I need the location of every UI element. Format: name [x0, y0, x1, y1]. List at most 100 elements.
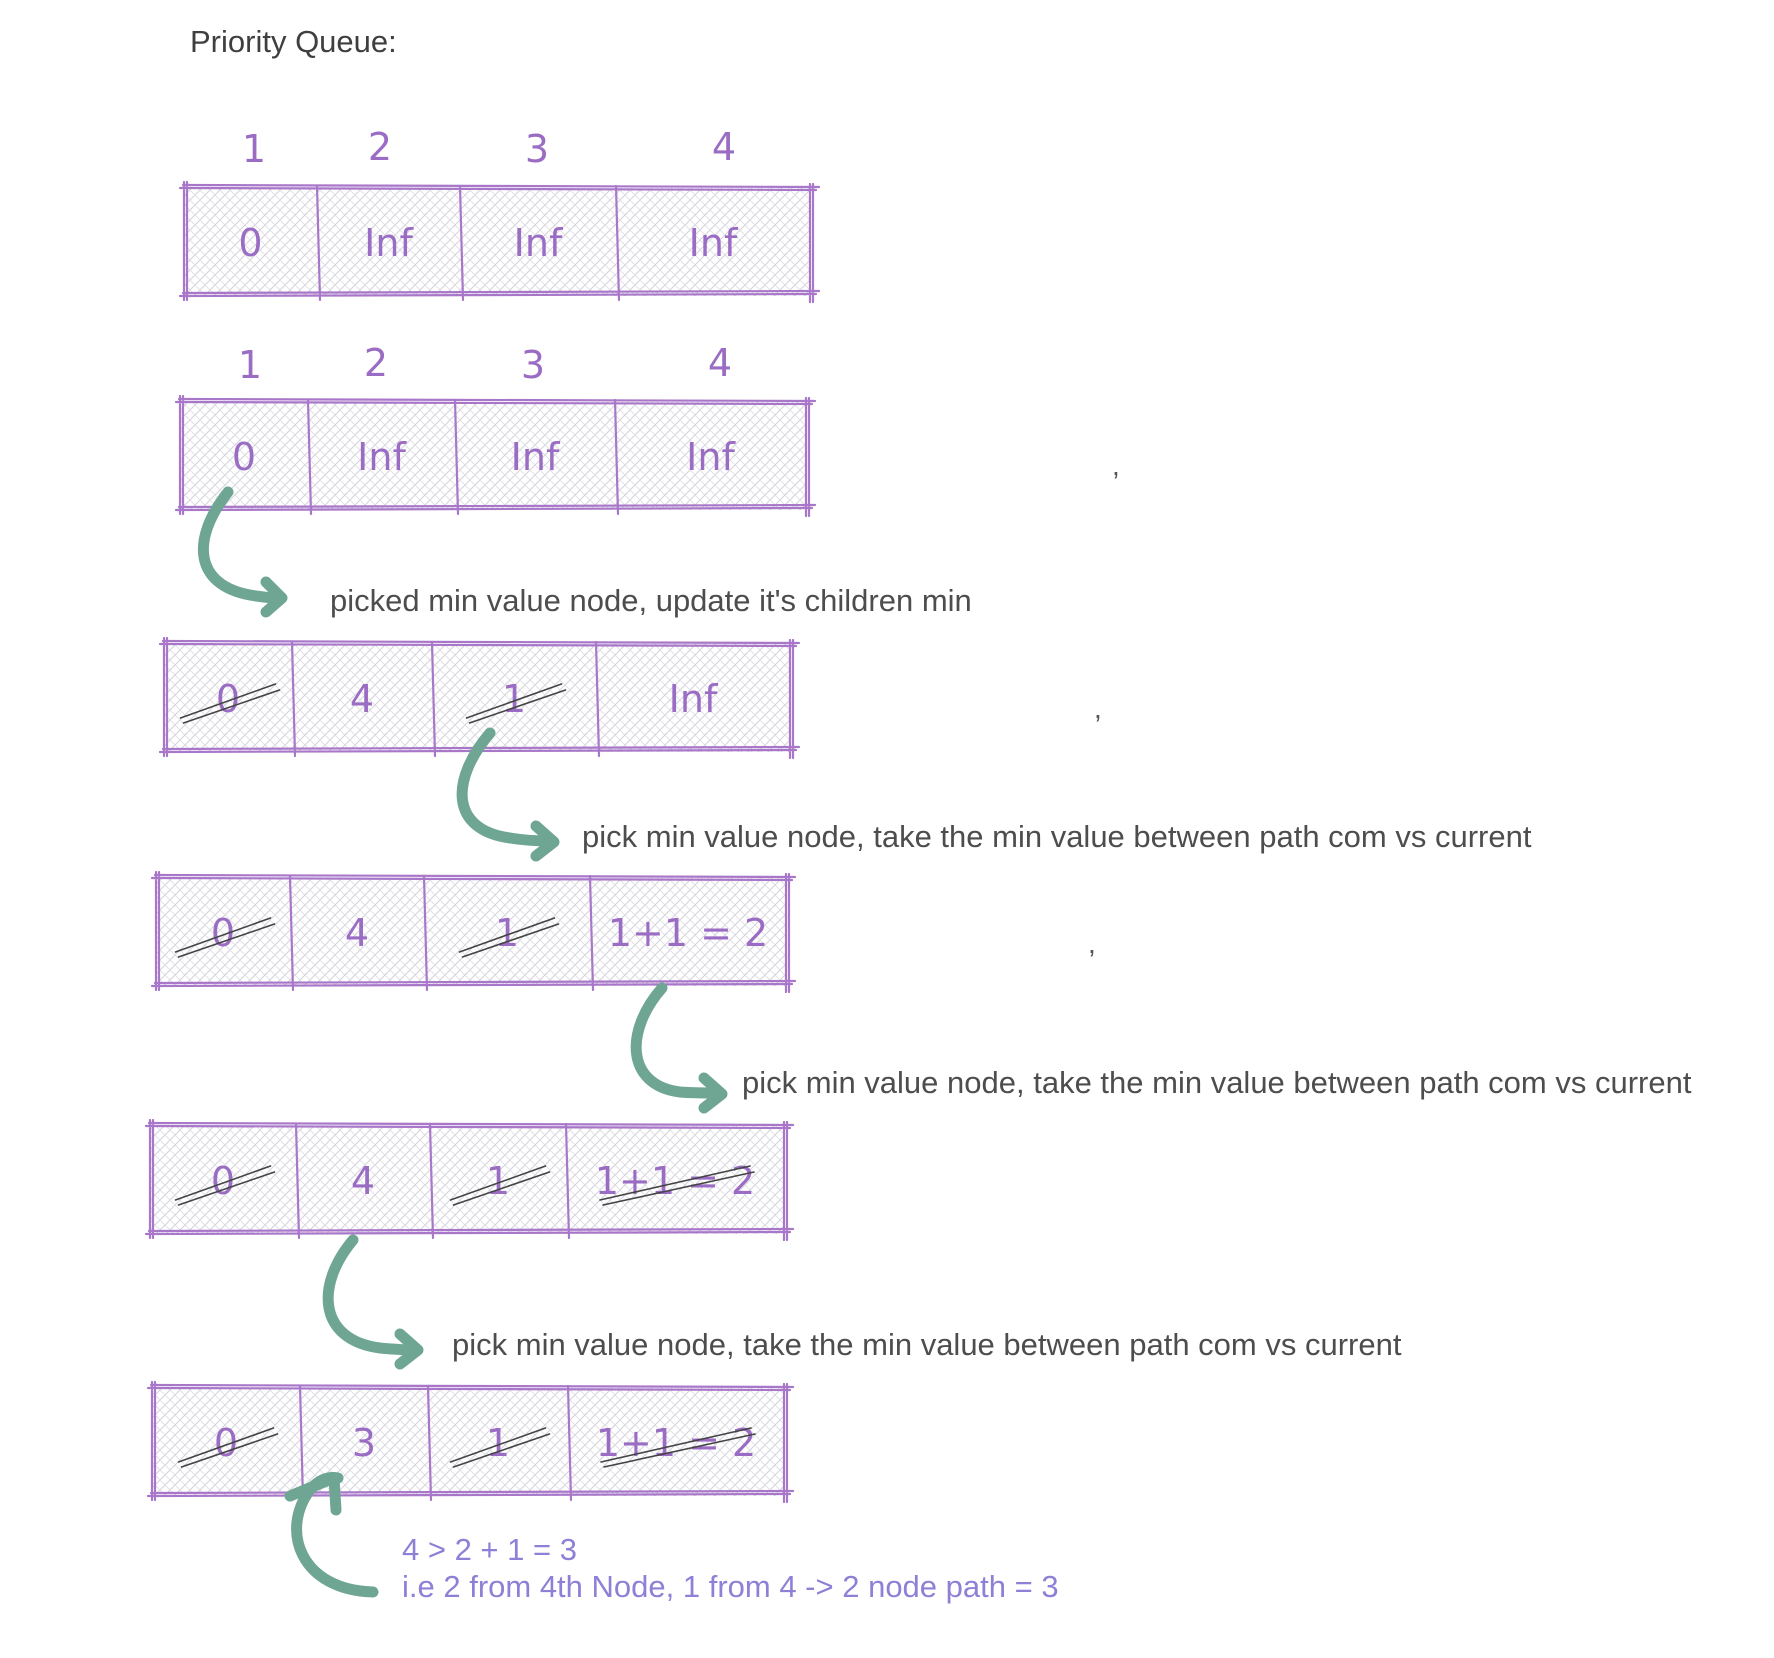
cell-value: 4	[345, 911, 369, 955]
cell-value: Inf	[689, 221, 739, 265]
cell-value: Inf	[669, 677, 719, 721]
index-label: 2	[368, 125, 392, 169]
cell-divider	[315, 184, 322, 302]
step-caption: pick min value node, take the min value …	[742, 1065, 1692, 1100]
cell-divider	[564, 1122, 571, 1240]
array-hatch-fill	[180, 402, 806, 510]
index-label: 1	[242, 127, 266, 171]
cell-divider	[426, 1384, 433, 1502]
cell-divider	[428, 1122, 435, 1240]
strike-through	[458, 917, 560, 958]
page-title: Priority Queue:	[190, 24, 397, 59]
cell-value: Inf	[511, 435, 561, 479]
arrow-4-head	[394, 1328, 424, 1370]
strike-through	[177, 1427, 279, 1468]
index-label: 3	[525, 127, 549, 171]
arrow-2	[456, 727, 556, 847]
index-label: 4	[708, 341, 732, 385]
array-outline	[150, 870, 794, 994]
cell-value: Inf	[686, 435, 736, 479]
cell-value: Inf	[357, 435, 407, 479]
array-hatch-fill	[184, 188, 810, 296]
array-outline	[177, 394, 817, 518]
array-outline	[147, 1118, 795, 1242]
strike-through	[599, 1165, 755, 1206]
array-hatch-fill	[164, 644, 790, 752]
cell-divider	[458, 184, 465, 302]
array-hatch-fill	[152, 1388, 784, 1496]
priority-queue-array: 0 Inf Inf Inf	[178, 180, 821, 304]
cell-value: 1	[495, 911, 519, 955]
strike-through	[600, 1427, 756, 1468]
note-line-2: i.e 2 from 4th Node, 1 from 4 -> 2 node …	[402, 1569, 1059, 1604]
cell-value: Inf	[364, 221, 414, 265]
arrow-5-head	[284, 1472, 342, 1516]
cell-divider	[306, 398, 313, 516]
strike-through	[179, 683, 281, 724]
cell-divider	[290, 640, 297, 758]
cell-value: 3	[352, 1421, 376, 1465]
comma-mark: ,	[1094, 693, 1102, 724]
cell-divider	[298, 1384, 305, 1502]
arrow-1-head	[260, 576, 288, 618]
arrow-3-head	[698, 1072, 728, 1114]
priority-queue-array: 0 4 1 1+1 = 2	[150, 870, 797, 994]
array-outline	[174, 394, 814, 518]
array-outline	[181, 180, 821, 304]
cell-value: 0	[211, 1159, 235, 1203]
arrow-3	[630, 982, 724, 1099]
cell-value: 4	[351, 1159, 375, 1203]
priority-queue-array: 0 Inf Inf Inf	[174, 394, 817, 518]
strike-through	[174, 917, 276, 958]
strike-through	[174, 1165, 276, 1206]
comma-mark: ,	[1088, 928, 1096, 959]
array-outline	[149, 1380, 795, 1504]
cell-value: 0	[214, 1421, 238, 1465]
comma-mark: ,	[1112, 450, 1120, 481]
cell-divider	[613, 398, 620, 516]
cell-value: 4	[350, 677, 374, 721]
step-caption: pick min value node, take the min value …	[452, 1327, 1402, 1362]
step-caption: picked min value node, update it's child…	[330, 583, 972, 618]
cell-value: 0	[216, 677, 240, 721]
index-label: 3	[521, 343, 545, 387]
array-outline	[146, 1380, 792, 1504]
arrow-1	[198, 486, 286, 604]
arrow-2-head	[530, 820, 560, 862]
strike-through	[465, 683, 567, 724]
cell-value: 1	[502, 677, 526, 721]
cell-divider	[594, 640, 601, 758]
cell-value: 1	[486, 1159, 510, 1203]
cell-divider	[422, 874, 429, 992]
index-label: 1	[238, 343, 262, 387]
cell-divider	[430, 640, 437, 758]
strike-through	[449, 1165, 551, 1206]
cell-divider	[453, 398, 460, 516]
arrow-4	[322, 1234, 420, 1356]
strike-through	[449, 1427, 551, 1468]
cell-divider	[614, 184, 621, 302]
cell-value: 0	[211, 911, 235, 955]
cell-divider	[588, 874, 595, 992]
cell-divider	[288, 874, 295, 992]
array-outline	[178, 180, 818, 304]
step-caption: pick min value node, take the min value …	[582, 819, 1532, 854]
note-line-1: 4 > 2 + 1 = 3	[402, 1532, 577, 1567]
cell-divider	[566, 1384, 573, 1502]
priority-queue-array: 0 4 1 Inf	[158, 636, 801, 760]
cell-divider	[294, 1122, 301, 1240]
cell-value: 1	[486, 1421, 510, 1465]
cell-value: 0	[238, 221, 262, 265]
cell-value: Inf	[514, 221, 564, 265]
array-outline	[153, 870, 797, 994]
cell-value: 0	[232, 435, 256, 479]
index-label: 4	[712, 125, 736, 169]
cell-value: 1+1 = 2	[608, 911, 768, 955]
array-hatch-fill	[150, 1126, 784, 1234]
array-hatch-fill	[156, 878, 786, 986]
index-label: 2	[364, 341, 388, 385]
array-outline	[144, 1118, 792, 1242]
